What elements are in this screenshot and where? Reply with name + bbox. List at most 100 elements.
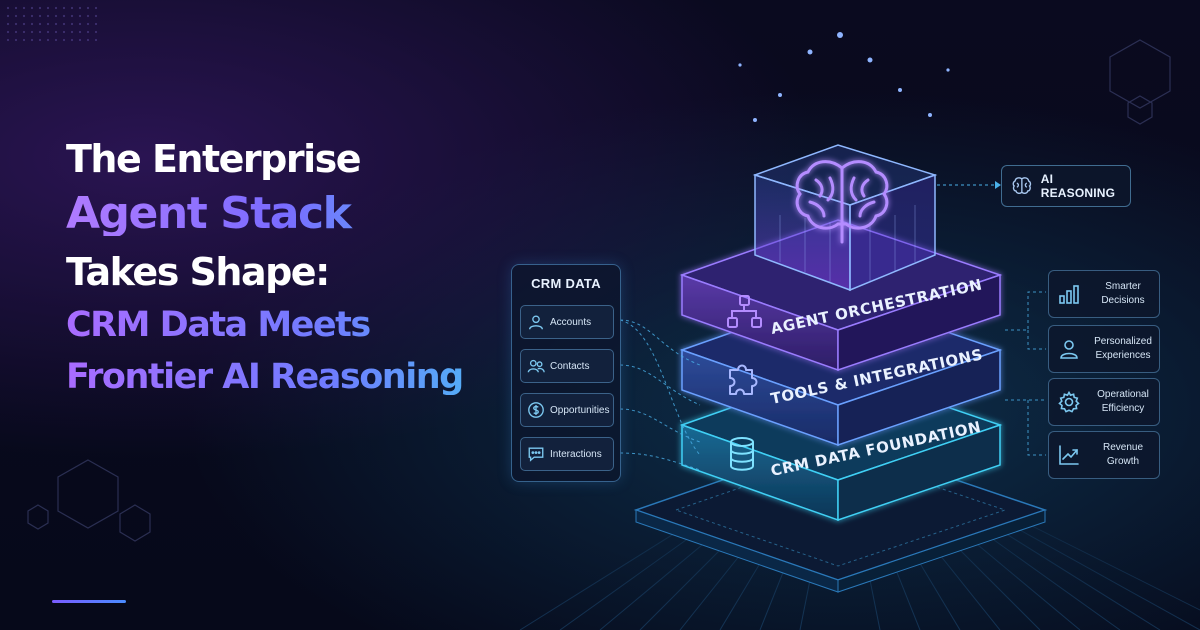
dot [62,6,66,10]
dot [86,6,90,10]
crm-panel-title: CRM DATA [531,276,601,291]
headline: The Enterprise Agent Stack Takes Shape: … [66,140,546,395]
arrow-head-icon [995,181,1001,189]
hexagon-decoration [57,459,119,529]
dot [14,6,18,10]
light-particles [738,32,950,122]
dot [30,22,34,26]
dot [94,38,98,42]
dot [70,30,74,34]
dot [14,14,18,18]
dot [22,6,26,10]
dot [94,22,98,26]
puzzle-icon [729,364,758,395]
outcome-revenue-growth[interactable]: Revenue Growth [1048,431,1160,479]
dot [22,22,26,26]
dot [62,30,66,34]
dot [54,30,58,34]
dot [22,14,26,18]
dot [46,6,50,10]
dot [6,14,10,18]
dot [46,38,50,42]
outcome-label-line2: Decisions [1101,295,1145,306]
dot [6,38,10,42]
workflow-icon [727,295,762,328]
brain-icon [1012,177,1032,194]
dot [30,14,34,18]
crm-data-panel: CRM DATA Accounts Contacts Opportunities… [511,264,621,482]
chat-icon [528,447,544,462]
outcome-label-line2: Experiences [1095,350,1151,361]
dot [38,6,42,10]
dot [54,38,58,42]
light-beams [754,5,931,170]
outcome-smarter-decisions[interactable]: Smarter Decisions [1048,270,1160,318]
outcome-label-line1: Personalized [1094,336,1152,347]
dot [38,22,42,26]
dot [94,14,98,18]
dot [54,14,58,18]
dot [30,6,34,10]
dot [62,38,66,42]
dot [62,14,66,18]
outcome-connectors [1005,291,1046,456]
dot [38,14,42,18]
headline-line-4: CRM Data Meets [66,308,546,343]
outcome-personalized-experiences[interactable]: Personalized Experiences [1048,325,1160,373]
dot [86,30,90,34]
dot [22,30,26,34]
dollar-icon [528,402,544,418]
dot [70,38,74,42]
crm-item-label: Contacts [550,360,590,372]
outcome-label-line1: Operational [1097,389,1149,400]
headline-line-5: Frontier AI Reasoning [66,360,546,395]
brain-icon [795,160,889,244]
dot [62,22,66,26]
outcome-operational-efficiency[interactable]: Operational Efficiency [1048,378,1160,426]
crm-item-label: Opportunities [550,404,610,416]
crm-item-opportunities[interactable]: Opportunities [520,393,614,427]
dot-grid [6,6,98,42]
person-icon [1060,340,1078,359]
dot [94,6,98,10]
dot [14,22,18,26]
dot [54,22,58,26]
dot [70,6,74,10]
dot [54,6,58,10]
outcome-label-line2: Growth [1106,456,1140,467]
crm-connectors [619,319,701,471]
bar-chart-icon [1059,285,1079,304]
headline-line-1: The Enterprise [66,137,362,181]
dot [14,30,18,34]
hexagon-decoration [1109,39,1171,109]
headline-line-3: Takes Shape: [66,250,330,294]
outcome-label-line1: Revenue [1102,442,1144,453]
crm-item-interactions[interactable]: Interactions [520,437,614,471]
dot [70,14,74,18]
trend-up-icon [1059,445,1079,465]
dot [86,22,90,26]
ai-reasoning-label: AI REASONING [1040,172,1116,200]
dot [78,38,82,42]
dot [30,30,34,34]
crm-item-label: Accounts [550,316,592,328]
users-icon [527,359,545,373]
hexagon-decoration [1127,95,1153,125]
dot [38,30,42,34]
dot [6,6,10,10]
database-icon [730,437,754,471]
dot [22,38,26,42]
dot [78,30,82,34]
dot [30,38,34,42]
dot [38,38,42,42]
crm-item-accounts[interactable]: Accounts [520,305,614,339]
crm-item-contacts[interactable]: Contacts [520,349,614,383]
dot [78,14,82,18]
dot [78,22,82,26]
dot [14,38,18,42]
headline-line-2: Agent Stack [66,192,546,236]
hexagon-decoration [27,504,49,530]
dot [86,38,90,42]
outcome-label-line1: Smarter [1105,281,1141,292]
